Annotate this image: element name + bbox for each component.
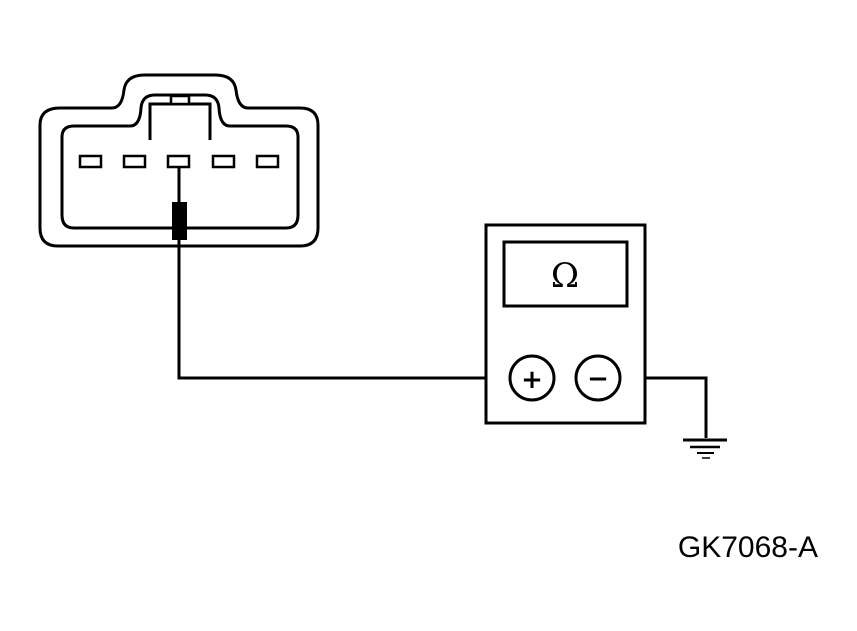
figure-id: GK7068-A (678, 531, 818, 564)
negative-lead-wire (626, 376, 708, 438)
test-probe (172, 168, 187, 240)
connector-outer-shell (38, 73, 320, 248)
ohm-symbol: Ω (551, 256, 579, 296)
connector (38, 73, 320, 248)
probe-body (172, 202, 187, 240)
ground-icon (683, 438, 727, 459)
pin-5 (255, 154, 280, 169)
latch-tab (169, 94, 191, 106)
multimeter: Ω + − (484, 223, 647, 425)
pin-4 (211, 154, 236, 169)
pin-2 (122, 154, 147, 169)
meter-display (502, 240, 629, 308)
pin-1 (78, 154, 103, 169)
lead-wires (177, 240, 708, 438)
pin-3 (166, 154, 191, 169)
negative-terminal-label: − (587, 364, 609, 394)
connector-inner-shell (60, 93, 300, 230)
positive-terminal (508, 354, 556, 402)
positive-lead-wire (177, 240, 512, 380)
positive-terminal-label: + (521, 365, 543, 395)
connector-latch (148, 102, 212, 140)
negative-terminal (574, 354, 622, 402)
connector-pins (78, 154, 280, 169)
